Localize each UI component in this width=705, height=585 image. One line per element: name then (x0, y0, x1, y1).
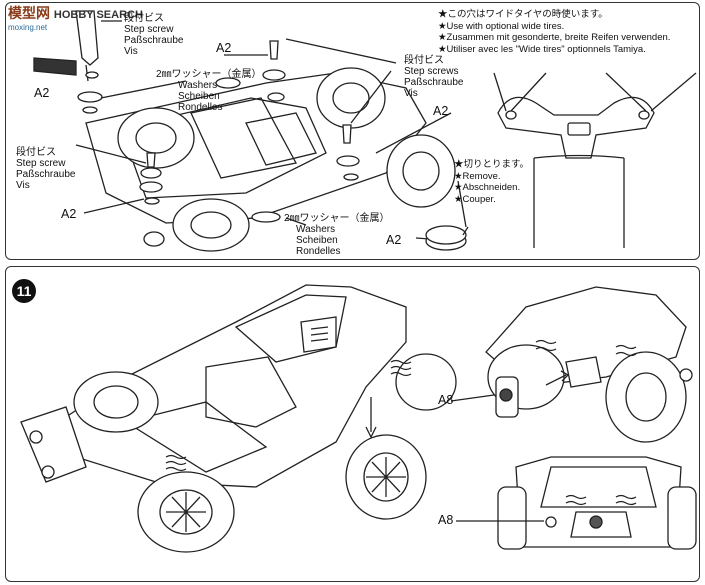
part-a2-label-1: A2 (34, 86, 50, 100)
watermark: 模型网 HOBBY SEARCH moxing.net (8, 5, 143, 32)
part-a2-label-4: A2 (61, 207, 77, 221)
washer-top-label: 2㎜ワッシャー（金属） Washers Scheiben Rondelles (156, 69, 262, 113)
part-a2-label-5: A2 (386, 233, 402, 247)
body-mounting-drawing (20, 284, 697, 553)
right-step-screws-label: 段付ビス Step screws Paßschraube Vis (404, 55, 464, 99)
step-number-badge: 11 (12, 279, 36, 303)
step-10-panel: 模型网 HOBBY SEARCH moxing.net 段付ビス Step sc… (5, 2, 700, 260)
step-11-panel: 11 A8 A8 (5, 266, 700, 582)
part-a8-label-1: A8 (438, 393, 454, 407)
part-a8-label-2: A8 (438, 513, 454, 527)
wide-tire-note: ★この穴はワイドタイヤの時使います。 ★Use with optional wi… (438, 9, 671, 55)
remove-note: ★切りとります。 ★Remove. ★Abschneiden. ★Couper. (454, 159, 530, 205)
top-step-screw-label: 段付ビス Step screw Paßschraube Vis (124, 13, 184, 57)
washer-bottom-label: 2㎜ワッシャー（金属） Washers Scheiben Rondelles (284, 213, 390, 257)
chassis-assembly-drawing (33, 10, 697, 252)
left-step-screw-label: 段付ビス Step screw Paßschraube Vis (16, 147, 76, 191)
part-a2-label-3: A2 (433, 104, 449, 118)
part-a2-label-2: A2 (216, 41, 232, 55)
